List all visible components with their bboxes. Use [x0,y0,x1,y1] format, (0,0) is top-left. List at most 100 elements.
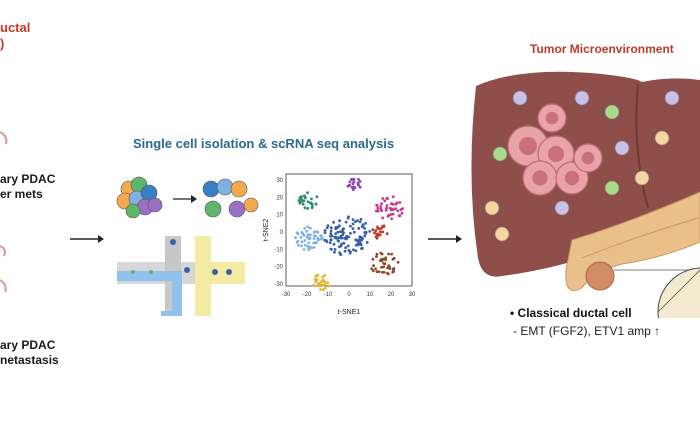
tsne-point [375,255,378,258]
tsne-point [392,268,395,271]
tsne-point [330,247,333,251]
tsne-point [364,230,368,234]
tsne-point [383,199,387,203]
tsne-point [374,229,378,232]
left-header-line2: ) [0,36,5,51]
tsne-point [339,244,343,248]
tsne-point [342,231,345,235]
tsne-point [302,233,306,237]
tsne-point [329,238,333,241]
tsne-point [390,217,394,221]
cell-icon [116,176,259,219]
tsne-point [375,233,379,237]
tumor-nucleus [532,170,548,186]
tsne-point [371,269,375,273]
tsne-point [376,225,379,229]
tsne-point [344,220,348,224]
tsne-point [295,240,299,244]
tsne-y-tick: 30 [276,178,283,184]
tsne-point [336,230,340,234]
arrow-right-icon [70,235,104,243]
tsne-point [392,256,396,260]
tsne-point [347,249,351,252]
immune-cell [492,146,508,162]
tsne-point [342,241,346,245]
tsne-point [336,239,340,242]
tsne-point [374,235,378,239]
tsne-point [312,283,316,287]
tsne-point [352,248,355,252]
tsne-point [338,251,342,255]
tsne-point [381,230,385,234]
tsne-point [297,243,300,247]
tsne-point [314,202,318,206]
tsne-point [378,230,382,234]
tsne-point [357,178,360,181]
tsne-point [399,208,403,212]
tsne-point [356,182,360,186]
tsne-point [400,211,404,215]
tsne-point [361,224,365,227]
tsne-point [303,239,307,242]
tsne-point [349,231,352,235]
tsne-point [358,220,362,224]
tsne-point [384,256,388,260]
tsne-y-tick: 10 [276,213,283,219]
tsne-point [329,226,333,229]
immune-cell [664,90,680,106]
tsne-point [334,232,338,235]
tsne-point [375,252,379,256]
classical-ductal-cell: • Classical ductal cell [510,306,632,320]
tsne-point [316,284,320,288]
tsne-point [363,227,366,230]
tme-title: Tumor Microenvironment [530,42,674,56]
tsne-point [303,227,307,230]
tsne-x-tick: -20 [303,292,312,298]
tsne-point [302,194,306,198]
tsne-point [387,252,390,256]
tsne-point [343,236,347,240]
immune-cell [604,180,620,196]
tsne-point [325,239,328,242]
tsne-point [380,202,383,206]
tsne-point [385,232,389,236]
tsne-point [299,235,303,239]
tsne-point [329,234,332,238]
tsne-point [348,183,351,187]
tsne-point [325,226,329,230]
tsne-point [306,244,310,248]
tsne-point [351,222,355,226]
tsne-point [388,267,392,270]
tsne-point [354,249,358,253]
tsne-point [339,230,342,234]
tsne-point [303,243,307,247]
tsne-point [338,219,341,223]
tsne-point [307,241,311,245]
tsne-point [364,221,368,225]
tsne-point [374,267,377,271]
tsne-point [363,234,367,238]
tsne-point [332,220,335,224]
tsne-point [382,225,386,229]
tsne-point [346,244,350,248]
tsne-point [334,225,338,229]
tsne-point [300,195,303,198]
tsne-point [319,288,322,291]
tumor-nucleus [519,137,537,155]
tsne-point [386,197,389,200]
tsne-point [368,230,372,233]
tsne-y-tick: -30 [274,282,283,288]
tsne-point [305,229,309,233]
tsne-point [343,249,347,253]
tsne-point [396,209,400,213]
tsne-point [308,236,312,240]
tsne-point [341,233,345,237]
tsne-point [321,278,325,282]
tsne-point [312,237,316,240]
tsne-point [320,236,324,240]
tsne-point [375,203,379,207]
tumor-nucleus [545,111,559,125]
tsne-point [349,224,352,228]
tsne-point [306,235,309,238]
immune-cell [604,104,620,120]
